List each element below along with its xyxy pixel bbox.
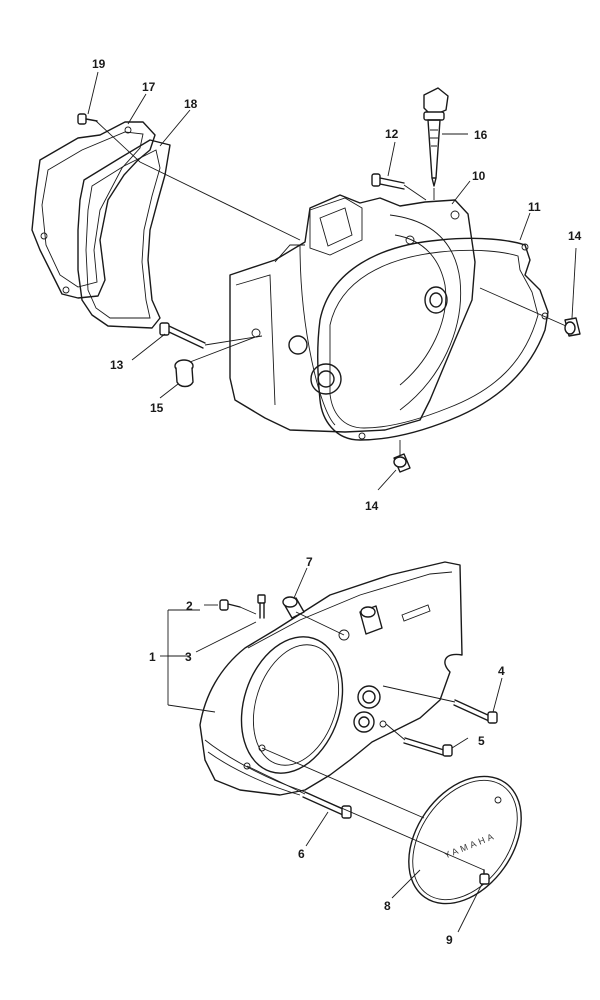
callout-6: 6 [298, 847, 305, 861]
part-17-cover-plate [31, 121, 156, 299]
top-assembly-axis-lines [95, 120, 567, 456]
part-14-dowel-pin-right [564, 317, 581, 337]
part-1-clutch-cover [199, 561, 463, 796]
callout-7: 7 [306, 555, 313, 569]
callout-5: 5 [478, 734, 485, 748]
part-18-gasket [77, 139, 171, 329]
top-callout-leaders [87, 71, 577, 491]
callout-10: 10 [472, 169, 486, 183]
callout-2: 2 [186, 599, 193, 613]
part-8-round-cover: YAMAHA [408, 775, 522, 905]
part-1-bracket [160, 609, 216, 713]
part-10-crankcase [229, 194, 476, 433]
callout-17: 17 [142, 80, 156, 94]
part-14-dowel-pin-bottom [393, 453, 411, 473]
callout-12: 12 [385, 127, 399, 141]
part-2-screw [219, 599, 241, 611]
part-3-fitting [257, 594, 266, 619]
part-9-screw [479, 869, 490, 885]
callout-14-right: 14 [568, 229, 582, 243]
part-7-bushing [282, 596, 305, 619]
callout-13: 13 [110, 358, 124, 372]
callout-18: 18 [184, 97, 198, 111]
callout-1: 1 [149, 650, 156, 664]
callout-4: 4 [498, 664, 505, 678]
crankcase-cover-assembly [31, 71, 581, 491]
part-16-dipstick [423, 87, 449, 187]
bottom-assembly-axis-lines [239, 606, 485, 871]
clutch-cover-assembly: YAMAHA [160, 561, 522, 933]
callout-16: 16 [474, 128, 488, 142]
bottom-callout-leaders [195, 567, 503, 933]
callout-3: 3 [185, 650, 192, 664]
callout-9: 9 [446, 933, 453, 947]
callout-labels: 19 17 18 12 16 10 11 14 13 15 14 7 2 1 3… [92, 57, 582, 947]
callout-15: 15 [150, 401, 164, 415]
part-5-bolt [403, 737, 453, 757]
part-13-long-bolt [159, 322, 206, 349]
callout-14-bottom: 14 [365, 499, 379, 513]
callout-19: 19 [92, 57, 106, 71]
part-15-plug [174, 359, 194, 388]
callout-11: 11 [528, 200, 541, 214]
part-4-bolt [453, 699, 498, 724]
part-19-screw [77, 113, 98, 125]
part-12-bolt [371, 173, 405, 190]
callout-8: 8 [384, 899, 391, 913]
part-11-gasket [316, 237, 549, 441]
